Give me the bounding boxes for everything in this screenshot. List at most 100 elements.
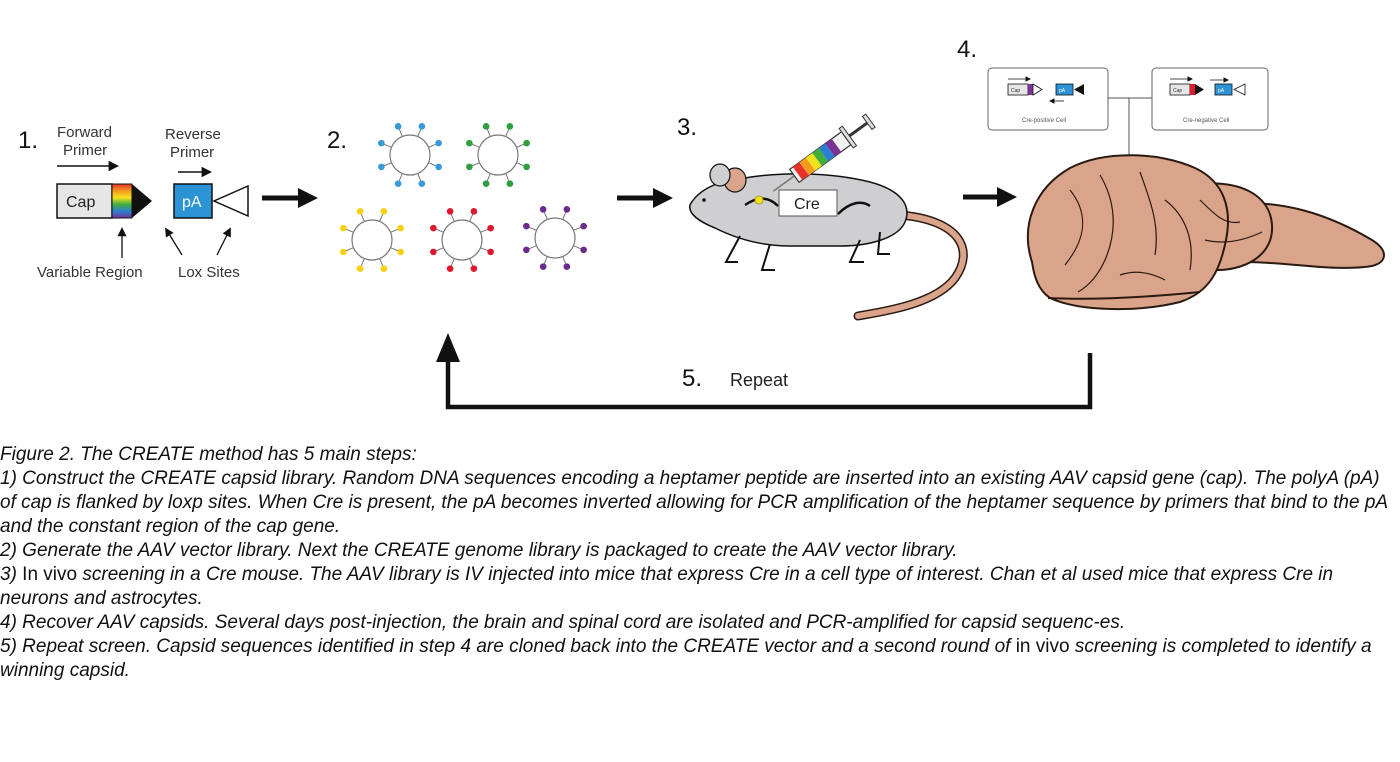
aav-virions <box>340 123 587 272</box>
positive-variable-region <box>1028 84 1033 95</box>
cre-label: Cre <box>794 196 820 213</box>
caption-step-3: 3) In vivo screening in a Cre mouse. The… <box>0 563 1396 611</box>
virion-peptide-dot <box>418 123 426 130</box>
virion-peptide-dot <box>394 180 402 187</box>
virion-peptide-dot <box>523 163 530 171</box>
step1-number: 1. <box>18 127 38 154</box>
virion-peptide-dot <box>435 163 442 171</box>
figure-caption: Figure 2. The CREATE method has 5 main s… <box>0 443 1396 683</box>
step5-number: 5. <box>682 365 702 392</box>
mouse-nerve-line-2 <box>837 201 871 215</box>
sulcus-1 <box>1064 189 1084 266</box>
virion-peptide-dot <box>523 246 530 254</box>
aav-virion <box>430 208 494 272</box>
repeat-label: Repeat <box>730 370 788 390</box>
step3-mouse-screen: 3. Cre <box>677 113 968 321</box>
mouse-hind-leg <box>848 239 864 263</box>
aav-virion <box>378 123 442 187</box>
flow-arrow-3-4 <box>963 187 1017 207</box>
sulcus-5 <box>1119 271 1166 281</box>
aav-virion <box>523 206 587 270</box>
injection-site-dot <box>754 195 764 205</box>
virion-peptide-dot <box>580 222 587 230</box>
mouse-hind-leg-2 <box>876 231 890 255</box>
forward-primer-label-1: Forward <box>57 124 112 141</box>
virion-peptide-dot <box>397 224 404 232</box>
reverse-primer-label-2: Primer <box>170 144 214 161</box>
positive-cap-label: Cap <box>1011 88 1020 94</box>
virion-peptide-dot <box>523 222 530 230</box>
cre-positive-cell-label: Cre-positive Cell <box>1022 118 1066 124</box>
virion-peptide-dot <box>418 180 426 187</box>
sulcus-3 <box>1139 171 1157 256</box>
caption-step-1: 1) Construct the CREATE capsid library. … <box>0 468 1388 537</box>
virion-peptide-dot <box>487 224 494 232</box>
sulcus-2 <box>1077 174 1114 293</box>
virion-peptide-dot <box>397 248 404 256</box>
pa-box <box>173 183 213 219</box>
virion-capsid <box>534 217 576 259</box>
mouse-eye <box>702 198 706 202</box>
virion-peptide-dot <box>470 265 478 272</box>
cre-label-box <box>778 189 838 217</box>
lox-pointer-left <box>165 227 183 256</box>
virion-peptide-dot <box>539 206 547 213</box>
forward-primer-label-2: Primer <box>63 142 107 159</box>
virion-peptide-dot <box>506 180 514 187</box>
cerebrum <box>1027 154 1229 311</box>
flow-arrow-2-3 <box>617 188 673 208</box>
aav-virion <box>466 123 530 187</box>
virion-peptide-dot <box>466 139 473 147</box>
mouse-nerve-line <box>744 197 779 207</box>
variable-region-bar <box>111 183 133 219</box>
virion-capsid <box>389 134 431 176</box>
flow-arrow-1-2 <box>262 188 318 208</box>
negative-pa-label: pA <box>1218 88 1225 94</box>
negative-lox-open-icon <box>1233 83 1246 96</box>
virion-peptide-dot <box>430 248 437 256</box>
caption-step-3-rest: screening in a Cre mouse. The AAV librar… <box>0 564 1334 609</box>
mouse-ear-front <box>709 163 731 187</box>
virion-peptide-dot <box>340 224 347 232</box>
step2-number: 2. <box>327 127 347 154</box>
virion-peptide-dot <box>356 208 364 215</box>
sulcus-4 <box>1164 199 1192 271</box>
negative-lox-filled-icon <box>1195 84 1204 95</box>
lox-sites-label: Lox Sites <box>178 264 240 281</box>
mouse-front-leg <box>724 235 741 263</box>
caption-step-5-main: 5) Repeat screen. Capsid sequences ident… <box>0 636 1011 657</box>
virion-peptide-dot <box>380 265 388 272</box>
virion-peptide-dot <box>523 139 530 147</box>
syringe-icon <box>772 113 876 192</box>
mouse-tail <box>855 212 967 319</box>
cre-positive-cell-box <box>987 67 1109 131</box>
positive-pa-box <box>1055 83 1074 96</box>
virion-peptide-dot <box>394 123 402 130</box>
negative-pa-box <box>1214 83 1233 96</box>
virion-peptide-dot <box>539 263 547 270</box>
virion-peptide-dot <box>435 139 442 147</box>
virion-capsid <box>351 219 393 261</box>
virion-peptide-dot <box>378 139 385 147</box>
virion-peptide-dot <box>466 163 473 171</box>
virion-peptide-dot <box>506 123 514 130</box>
step4-recover: 4. Cap pA Cre-positive Cell Cap pA Cre-n… <box>957 36 1385 311</box>
caption-title: Figure 2. The CREATE method has 5 main s… <box>0 444 417 465</box>
step3-number: 3. <box>677 114 697 141</box>
virion-peptide-dot <box>340 248 347 256</box>
caption-step-5-invivo: in vivo <box>1010 636 1075 657</box>
cre-negative-cell-label: Cre-negative Cell <box>1183 118 1229 124</box>
virion-peptide-dot <box>580 246 587 254</box>
virion-peptide-dot <box>563 206 571 213</box>
virion-capsid <box>477 134 519 176</box>
step4-number: 4. <box>957 36 977 63</box>
caption-step-3-invivo: In vivo <box>16 564 83 585</box>
lox-site-open-icon <box>212 184 249 218</box>
virion-peptide-dot <box>482 180 490 187</box>
step1-construct: 1. Forward Primer Reverse Primer Cap pA … <box>18 124 249 281</box>
positive-lox-open-icon <box>1032 83 1043 96</box>
reverse-primer-label-1: Reverse <box>165 126 221 143</box>
mouse-front-leg-2 <box>760 243 775 271</box>
brain-illustration <box>1027 154 1385 311</box>
negative-variable-region <box>1190 84 1195 95</box>
